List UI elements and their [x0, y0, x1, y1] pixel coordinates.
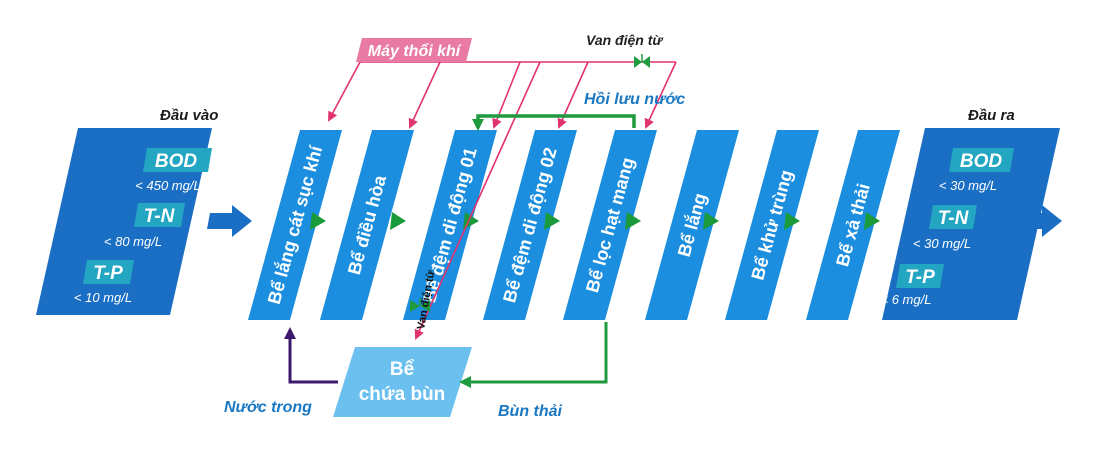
flow-arrows	[310, 212, 880, 230]
param-box	[143, 148, 212, 172]
clear-water-label: Nước trong	[224, 399, 312, 416]
input-box	[36, 128, 212, 315]
param-name: T-P	[905, 267, 935, 288]
sludge-tank: Bể chứa bùn	[333, 347, 472, 417]
flow-arrow	[310, 212, 326, 230]
param-box	[949, 148, 1014, 172]
stage-box	[645, 130, 739, 320]
waste-sludge: Bùn thải	[459, 322, 608, 420]
valve-icon	[410, 298, 430, 312]
input-param-bod: BOD < 450 mg/L	[135, 148, 212, 193]
output-title: Đầu ra	[968, 107, 1015, 124]
waste-sludge-label: Bùn thải	[498, 403, 563, 420]
output-block: Đầu ra BOD < 30 mg/L T-N < 30 mg/L T-P <…	[881, 107, 1062, 320]
air-line	[328, 61, 361, 122]
param-name: T-N	[938, 208, 970, 229]
input-param-tp: T-P < 10 mg/L	[74, 260, 134, 305]
sludge-tank-line2: chứa bùn	[359, 384, 446, 405]
waste-sludge-line	[459, 322, 608, 388]
sludge-tank-line1: Bể	[390, 359, 415, 380]
stage-box	[320, 130, 414, 320]
stage-box	[248, 130, 342, 320]
param-name: T-N	[144, 206, 176, 227]
stage-7: Bể khử trùng	[725, 130, 819, 320]
valve-top-label: Van điện từ	[586, 32, 663, 48]
clear-water-line	[284, 327, 338, 384]
blower-label: Máy thổi khí	[368, 42, 463, 60]
recirculation: Hồi lưu nước	[472, 91, 685, 131]
output-param-tn: T-N < 30 mg/L	[913, 205, 977, 251]
param-box	[896, 264, 944, 288]
stage-6: Bể lắng	[645, 130, 739, 320]
flow-arrow	[390, 212, 406, 230]
air-line	[414, 61, 541, 340]
stage-box	[483, 130, 577, 320]
recirc-line	[472, 114, 636, 131]
stage-box	[563, 130, 657, 320]
flow-arrow	[864, 212, 880, 230]
air-line	[644, 61, 677, 129]
blower: Máy thổi khí	[356, 38, 472, 62]
flow-arrow	[625, 212, 641, 230]
param-value: < 450 mg/L	[135, 178, 200, 193]
param-value: < 30 mg/L	[939, 178, 997, 193]
input-block: Đầu vào BOD < 450 mg/L T-N < 80 mg/L T-P…	[36, 107, 252, 315]
output-param-tp: T-P < 6 mg/L	[881, 264, 944, 307]
param-name: BOD	[960, 151, 1003, 172]
param-value: < 30 mg/L	[913, 236, 971, 251]
stage-box	[806, 130, 900, 320]
flow-arrow	[784, 212, 800, 230]
stage-box	[403, 130, 497, 320]
clear-water: Nước trong	[224, 327, 338, 416]
input-title: Đầu vào	[160, 107, 218, 124]
output-arrow	[1017, 205, 1062, 237]
stage-3: Bể đệm di động 01	[403, 130, 497, 320]
param-value: < 80 mg/L	[104, 234, 162, 249]
input-param-tn: T-N < 80 mg/L	[104, 203, 185, 249]
param-box	[83, 260, 134, 284]
air-line	[408, 61, 441, 129]
blower-box	[356, 38, 472, 62]
output-param-bod: BOD < 30 mg/L	[939, 148, 1014, 193]
param-box	[134, 203, 185, 227]
param-value: < 6 mg/L	[881, 292, 932, 307]
recirc-label: Hồi lưu nước	[584, 91, 685, 108]
flow-arrow	[703, 212, 719, 230]
valve-icon	[634, 54, 650, 68]
param-name: T-P	[93, 263, 123, 284]
stage-box	[725, 130, 819, 320]
param-name: BOD	[155, 151, 198, 172]
input-arrow	[207, 205, 252, 237]
param-value: < 10 mg/L	[74, 290, 132, 305]
sludge-tank-box	[333, 347, 472, 417]
flow-arrow	[544, 212, 560, 230]
valve-top: Van điện từ	[586, 32, 663, 68]
param-box	[929, 205, 977, 229]
stage-5: Bể lọc hạt mang	[563, 130, 657, 320]
